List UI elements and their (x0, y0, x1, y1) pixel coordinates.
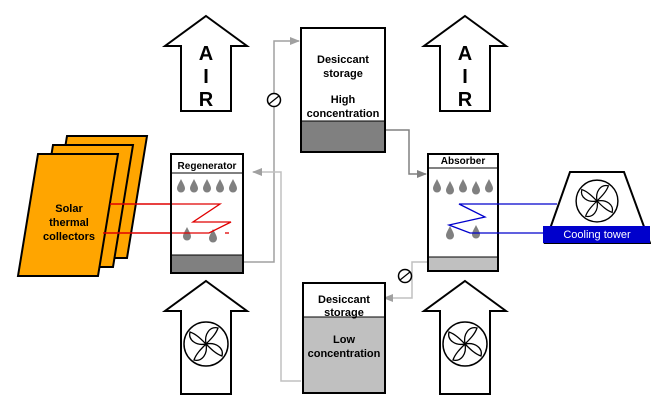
desiccant-storage-low: Desiccant storage Low concentration (302, 282, 386, 394)
fan-inlet-arrow-right (420, 279, 510, 395)
air-letter: R (458, 89, 473, 111)
regenerator-label: Regenerator (178, 161, 237, 172)
air-letter: R (199, 89, 214, 111)
storage-high-line3: High (331, 94, 356, 106)
fan-inlet-arrow-left (161, 279, 251, 395)
absorber: Absorber (427, 153, 557, 272)
storage-high-line2: storage (323, 68, 363, 80)
solar-label-line2: thermal (49, 217, 89, 229)
storage-high-line1: Desiccant (317, 54, 369, 66)
solar-label-line3: collectors (43, 231, 95, 243)
air-letter: A (199, 43, 213, 65)
air-letter: I (462, 66, 468, 88)
air-outlet-arrow-right: A I R (420, 14, 510, 112)
fan-icon (183, 321, 229, 367)
cooling-tower: Cooling tower (543, 171, 651, 244)
pipe-absorber-to-low-storage (383, 261, 433, 302)
storage-low-line2: storage (324, 307, 364, 319)
air-letter: I (203, 66, 209, 88)
heating-coil (172, 203, 232, 234)
air-letter: A (458, 43, 472, 65)
pipe-high-storage-to-absorber (385, 129, 427, 178)
regenerator: Regenerator (170, 153, 244, 274)
storage-high-line4: concentration (307, 108, 380, 120)
pump-icon (397, 268, 413, 284)
solar-label-line1: Solar (55, 203, 83, 215)
pump-icon (266, 92, 282, 108)
storage-low-line3: Low (333, 334, 355, 346)
solar-thermal-collectors: Solar thermal collectors (16, 135, 149, 277)
desiccant-storage-high: Desiccant storage High concentration (300, 27, 386, 153)
storage-low-line1: Desiccant (318, 294, 370, 306)
cooling-coil (446, 203, 557, 234)
air-outlet-arrow-left: A I R (161, 14, 251, 112)
pipe-low-storage-to-regenerator (252, 168, 301, 382)
pipe-regenerator-to-high-storage (243, 37, 300, 263)
absorber-label: Absorber (441, 156, 486, 167)
storage-low-line4: concentration (308, 348, 381, 360)
fan-icon (575, 179, 619, 223)
cooling-tower-label: Cooling tower (563, 229, 631, 241)
fan-icon (442, 321, 488, 367)
